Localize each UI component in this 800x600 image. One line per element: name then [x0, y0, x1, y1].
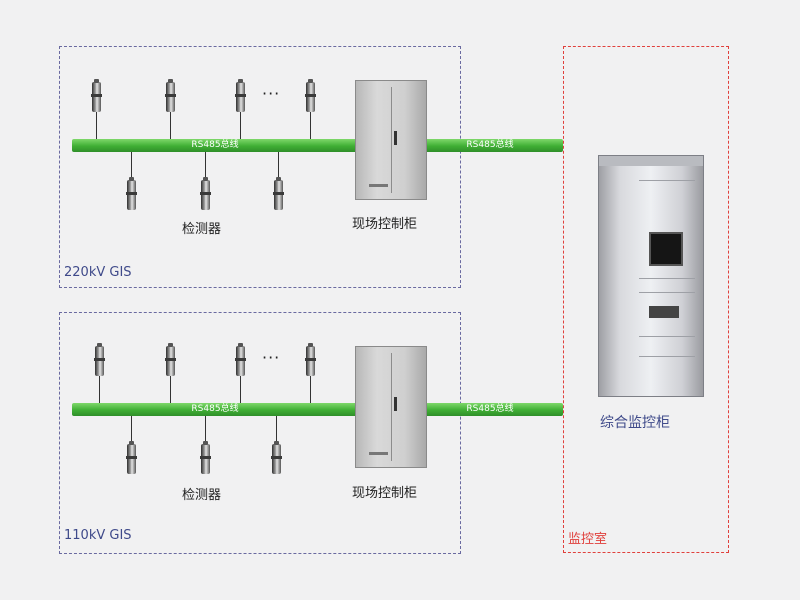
sensor-stem	[99, 376, 100, 403]
field-control-cabinet	[355, 346, 427, 468]
field-control-cabinet	[355, 80, 427, 200]
bus-label: RS485总线	[466, 140, 514, 150]
sensor-stem	[310, 112, 311, 139]
bus-label: RS485总线	[191, 404, 239, 414]
detector-sensor	[94, 343, 105, 376]
detector-label: 检测器	[182, 222, 222, 237]
detector-sensor	[271, 441, 282, 474]
ellipsis: ···	[262, 84, 281, 103]
integrated-monitoring-cabinet	[598, 155, 704, 397]
sensor-stem	[170, 112, 171, 139]
detector-label: 检测器	[182, 488, 222, 503]
sensor-stem	[96, 112, 97, 139]
detector-sensor	[235, 343, 246, 376]
detector-sensor	[273, 177, 284, 210]
field-cabinet-label: 现场控制柜	[352, 217, 418, 232]
region-control-room	[563, 46, 729, 553]
ellipsis: ···	[262, 348, 281, 367]
sensor-stem	[170, 376, 171, 403]
sensor-stem	[205, 416, 206, 444]
rs485-bus-link	[425, 139, 563, 152]
detector-sensor	[305, 343, 316, 376]
region-label-220kv: 220kV GIS	[64, 265, 132, 280]
rs485-bus	[72, 403, 358, 416]
detector-sensor	[126, 177, 137, 210]
region-label-110kv: 110kV GIS	[64, 528, 132, 543]
sensor-stem	[240, 112, 241, 139]
monitor-screen	[649, 232, 683, 266]
bus-label: RS485总线	[191, 140, 239, 150]
rs485-bus-link	[425, 403, 563, 416]
sensor-stem	[131, 416, 132, 444]
sensor-stem	[278, 152, 279, 180]
sensor-stem	[205, 152, 206, 180]
field-cabinet-label: 现场控制柜	[352, 486, 418, 501]
sensor-stem	[276, 416, 277, 444]
region-110kv-gis	[59, 312, 461, 554]
detector-sensor	[126, 441, 137, 474]
sensor-stem	[131, 152, 132, 180]
sensor-stem	[310, 376, 311, 403]
detector-sensor	[200, 177, 211, 210]
detector-sensor	[165, 79, 176, 112]
sensor-stem	[240, 376, 241, 403]
detector-sensor	[165, 343, 176, 376]
monitor-cabinet-label: 综合监控柜	[600, 415, 670, 431]
region-220kv-gis	[59, 46, 461, 288]
region-label-control-room: 监控室	[568, 532, 608, 547]
rs485-bus	[72, 139, 358, 152]
detector-sensor	[305, 79, 316, 112]
detector-sensor	[235, 79, 246, 112]
detector-sensor	[91, 79, 102, 112]
bus-label: RS485总线	[466, 404, 514, 414]
detector-sensor	[200, 441, 211, 474]
